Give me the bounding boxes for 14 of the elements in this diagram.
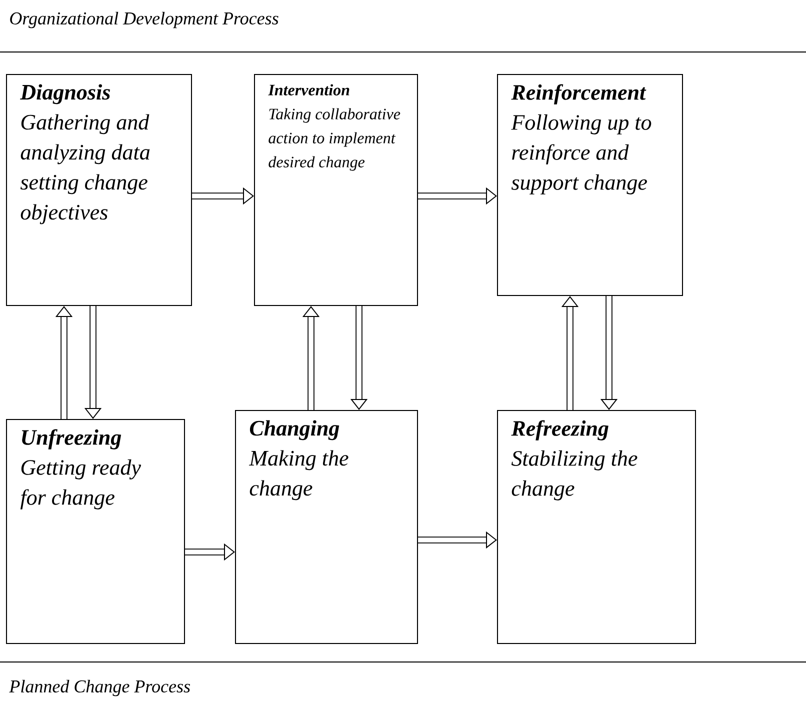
process-box: [497, 74, 683, 296]
caption: Planned Change Process: [9, 680, 190, 696]
title: Organizational Development Process: [10, 12, 278, 28]
process-box: [497, 410, 696, 644]
process-box: [235, 410, 418, 644]
box-text: Changing Making the change: [248, 420, 348, 500]
box-text: Reinforcement Following up to reinforce and support change: [511, 84, 652, 194]
box-text: Diagnosis Gathering and analyzing data setting change objectives: [20, 84, 150, 224]
process-box: [6, 74, 192, 306]
box-text: Intervention Taking collaborative action to implement desired change: [268, 84, 400, 171]
process-box: [254, 74, 418, 306]
box-text: Unfreezing Getting ready for change: [20, 429, 141, 510]
box-text: Refreezing Stabilizing the change: [511, 420, 638, 500]
process-box: [6, 419, 185, 644]
